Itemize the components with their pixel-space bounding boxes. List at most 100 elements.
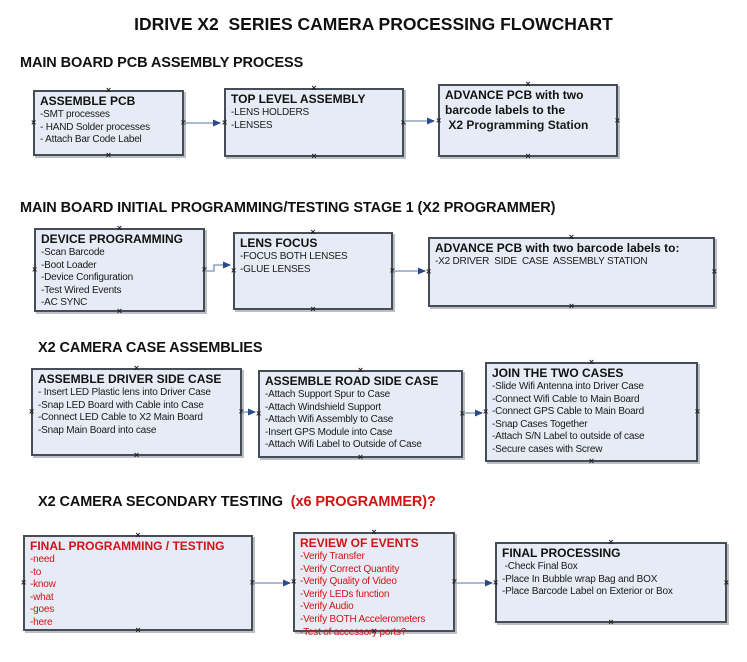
flow-box-lens-focus: LENS FOCUS -FOCUS BOTH LENSES-GLUE LENSE… [233, 232, 393, 310]
box-title: REVIEW OF EVENTS [300, 536, 419, 550]
box-item: -need [30, 554, 55, 565]
box-title: ASSEMBLE PCB [40, 94, 136, 108]
box-items: -need-to-know-what-goes-here [30, 554, 247, 630]
box-item: - Attach Bar Code Label [40, 134, 142, 146]
connection-point-icon [231, 267, 236, 276]
box-item: -Attach Support Spur to Case [265, 389, 391, 400]
connection-point-icon [695, 408, 700, 417]
connection-point-icon [724, 578, 729, 587]
connection-point-icon [589, 457, 594, 466]
flow-box-device-programming: DEVICE PROGRAMMING -Scan Barcode-Boot Lo… [34, 228, 205, 312]
connection-point-icon [202, 266, 207, 275]
box-items: X2 Programming Station [445, 118, 612, 133]
section-heading-case-assemblies: X2 CAMERA CASE ASSEMBLIES [38, 340, 263, 356]
box-title: FINAL PROCESSING [502, 546, 621, 560]
connection-point-icon [21, 579, 26, 588]
connection-point-icon [452, 578, 457, 587]
box-item: -to [30, 566, 42, 578]
box-items: -Scan Barcode-Boot Loader-Device Configu… [41, 247, 199, 310]
connection-point-icon [250, 579, 255, 588]
box-item: -Attach Wifi Label to Outside of Case [265, 439, 422, 451]
box-title: TOP LEVEL ASSEMBLY [231, 92, 366, 106]
box-item: -Verify Transfer [300, 551, 365, 562]
connection-point-icon [371, 627, 376, 636]
box-items: -SMT processes- HAND Solder processes- A… [40, 109, 178, 147]
box-item: -Verify BOTH Accelerometers [300, 613, 426, 625]
connection-point-icon [106, 86, 111, 95]
connection-point-icon [371, 528, 376, 537]
connection-point-icon [483, 408, 488, 417]
flow-box-advance-pcb-to-case-assembly: ADVANCE PCB with two barcode labels to: … [428, 237, 715, 307]
box-items: -Attach Support Spur to Case-Attach Wind… [265, 389, 457, 452]
box-item: -Test of accessory ports? [300, 626, 407, 638]
connection-point-icon [525, 80, 530, 89]
connection-point-icon [135, 531, 140, 540]
box-item: -what [30, 591, 54, 603]
connection-point-icon [525, 152, 530, 161]
box-item: -Verify Audio [300, 601, 354, 613]
box-items: -Verify Transfer-Verify Correct Quantity… [300, 551, 449, 639]
box-item: -Insert GPS Module into Case [265, 426, 393, 438]
connection-point-icon [135, 626, 140, 635]
box-item: -Verify LEDs function [300, 588, 390, 600]
connection-point-icon [29, 408, 34, 417]
box-item: -SMT processes [40, 109, 110, 120]
box-item: -Place In Bubble wrap Bag and BOX [502, 573, 658, 585]
box-item: - HAND Solder processes [40, 121, 150, 133]
connection-point-icon [615, 116, 620, 125]
box-item: -here [30, 616, 53, 628]
connection-point-icon [239, 408, 244, 417]
box-item: -Slide Wifi Antenna into Driver Case [492, 381, 644, 392]
box-item: -LENSES [231, 119, 273, 131]
section-heading-text: MAIN BOARD INITIAL PROGRAMMING/TESTING S… [20, 200, 556, 216]
box-items: -X2 DRIVER SIDE CASE ASSEMBLY STATION [435, 256, 709, 269]
box-title: ASSEMBLE ROAD SIDE CASE [265, 374, 439, 388]
connection-point-icon [32, 266, 37, 275]
flow-box-final-processing: FINAL PROCESSING -Check Final Box-Place … [495, 542, 727, 623]
connection-point-icon [134, 451, 139, 460]
box-items: -Check Final Box-Place In Bubble wrap Ba… [502, 561, 721, 599]
connection-point-icon [426, 268, 431, 277]
box-items: -FOCUS BOTH LENSES-GLUE LENSES [240, 251, 387, 276]
box-item: -Connect LED Cable to X2 Main Board [38, 412, 203, 424]
box-item: -FOCUS BOTH LENSES [240, 251, 348, 262]
box-item: -Snap Main Board into case [38, 424, 157, 436]
connection-point-icon [134, 364, 139, 373]
connection-point-icon [256, 410, 261, 419]
section-heading-text: X2 CAMERA CASE ASSEMBLIES [38, 340, 263, 356]
connection-point-icon [310, 228, 315, 237]
connection-point-icon [311, 84, 316, 93]
flow-box-join-the-two-cases: JOIN THE TWO CASES -Slide Wifi Antenna i… [485, 362, 698, 462]
connection-point-icon [291, 578, 296, 587]
connection-point-icon [117, 307, 122, 316]
flow-box-assemble-driver-side-case: ASSEMBLE DRIVER SIDE CASE - Insert LED P… [31, 368, 242, 456]
box-item: -GLUE LENSES [240, 263, 311, 275]
box-item: -X2 DRIVER SIDE CASE ASSEMBLY STATION [435, 256, 648, 267]
connection-point-icon [589, 358, 594, 367]
section-heading-secondary-testing: X2 CAMERA SECONDARY TESTING (x6 PROGRAMM… [38, 494, 436, 510]
box-title: ASSEMBLE DRIVER SIDE CASE [38, 372, 222, 386]
box-item: -Attach S/N Label to outside of case [492, 431, 645, 443]
box-item: -Connect GPS Cable to Main Board [492, 406, 645, 418]
flow-box-final-programming-testing: FINAL PROGRAMMING / TESTING -need-to-kno… [23, 535, 253, 631]
flow-arrow [205, 261, 231, 272]
box-item: -goes [30, 604, 55, 616]
section-heading-red-text: (x6 PROGRAMMER)? [286, 494, 436, 510]
box-item: -Scan Barcode [41, 247, 105, 258]
connection-point-icon [569, 233, 574, 242]
box-item: -Boot Loader [41, 259, 97, 271]
box-title: FINAL PROGRAMMING / TESTING [30, 539, 225, 553]
connection-point-icon [358, 366, 363, 375]
connection-point-icon [608, 538, 613, 547]
box-title: LENS FOCUS [240, 236, 318, 250]
flow-box-advance-pcb-to-programming-station: ADVANCE PCB with two barcode labels to t… [438, 84, 618, 157]
box-item: -Place Barcode Label on Exterior or Box [502, 586, 673, 598]
box-item: -Test Wired Events [41, 284, 122, 296]
box-items: -Slide Wifi Antenna into Driver Case -Con… [492, 381, 692, 457]
page-title: IDRIVE X2 SERIES CAMERA PROCESSING FLOWC… [134, 14, 613, 34]
connection-point-icon [117, 224, 122, 233]
box-item: - Insert LED Plastic lens into Driver Ca… [38, 387, 211, 398]
box-item: -Snap LED Board with Cable into Case [38, 399, 204, 411]
section-heading-pcb-assembly: MAIN BOARD PCB ASSEMBLY PROCESS [20, 55, 303, 71]
